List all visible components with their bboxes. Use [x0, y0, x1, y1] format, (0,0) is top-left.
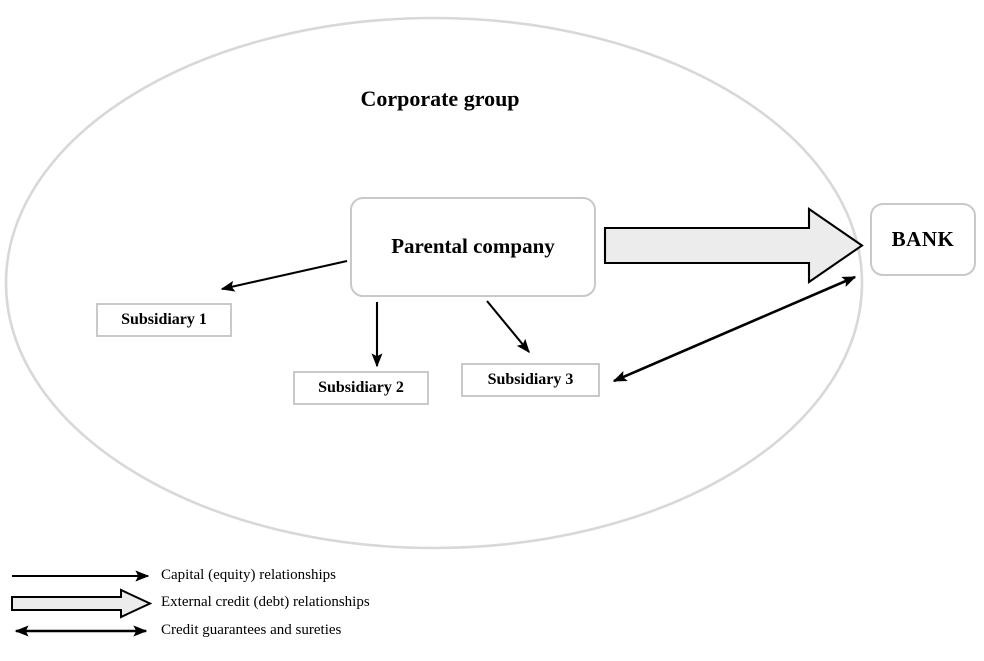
node-subsidiary-1[interactable]: Subsidiary 1 [96, 303, 232, 337]
edge-subsidiary3-bank-guarantee [612, 275, 857, 383]
legend-marker-block-arrow [11, 588, 153, 619]
node-parental-company[interactable]: Parental company [350, 197, 596, 297]
edge-parent-to-subsidiary-1 [220, 259, 348, 292]
edge-parent-to-subsidiary-3 [486, 300, 530, 354]
legend-label-external-credit: External credit (debt) relationships [161, 594, 370, 610]
legend-label-capital: Capital (equity) relationships [161, 567, 336, 583]
corporate-group-title: Corporate group [360, 86, 520, 111]
legend-label-guarantee: Credit guarantees and sureties [161, 622, 342, 638]
node-subsidiary-2[interactable]: Subsidiary 2 [293, 371, 429, 405]
node-bank[interactable]: BANK [870, 203, 976, 276]
corporate-group-ellipse [4, 16, 864, 550]
node-subsidiary-3[interactable]: Subsidiary 3 [461, 363, 600, 397]
edge-parent-to-bank-block-arrow [603, 207, 864, 284]
